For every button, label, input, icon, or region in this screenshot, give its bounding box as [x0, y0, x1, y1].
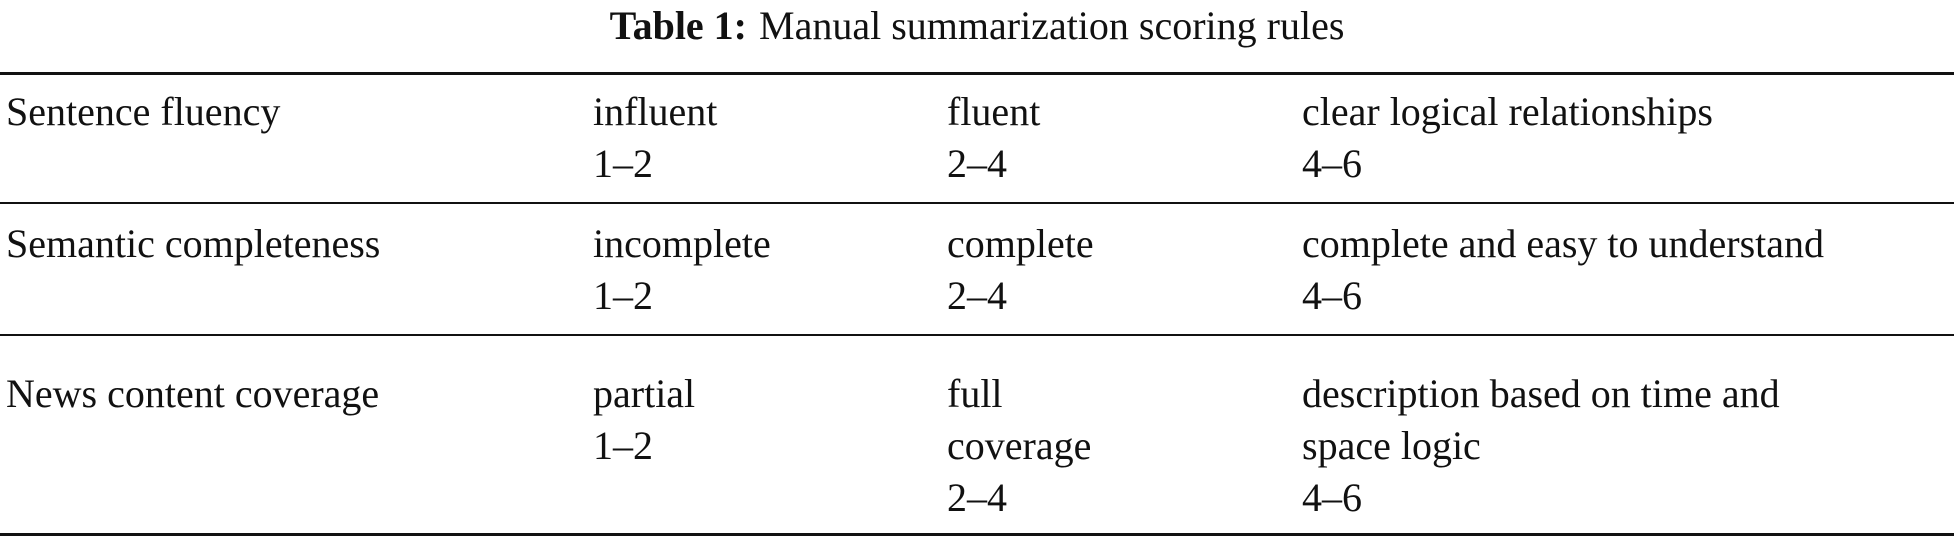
caption-label: Table 1:: [609, 3, 748, 48]
criterion-cell: Sentence fluency: [6, 89, 281, 134]
top-rule: [0, 72, 1954, 75]
level-cell: clear logical relationships 4–6: [1302, 89, 1713, 186]
row-divider: [0, 334, 1954, 336]
level-cell: incomplete 1–2: [593, 221, 771, 318]
caption-text: Manual summarization scoring rules: [759, 3, 1345, 48]
bottom-rule: [0, 533, 1954, 536]
criterion-cell: News content coverage: [6, 371, 380, 416]
level-cell: complete 2–4: [947, 221, 1094, 318]
level-cell: fluent 2–4: [947, 89, 1041, 186]
level-cell: full coverage 2–4: [947, 371, 1092, 520]
table-caption: Table 1:Manual summarization scoring rul…: [0, 2, 1954, 50]
criterion-cell: Semantic completeness: [6, 221, 381, 266]
row-divider: [0, 202, 1954, 204]
level-cell: complete and easy to understand 4–6: [1302, 221, 1825, 318]
level-cell: description based on time and space logi…: [1302, 371, 1780, 520]
level-cell: partial 1–2: [593, 371, 696, 468]
level-cell: influent 1–2: [593, 89, 718, 186]
